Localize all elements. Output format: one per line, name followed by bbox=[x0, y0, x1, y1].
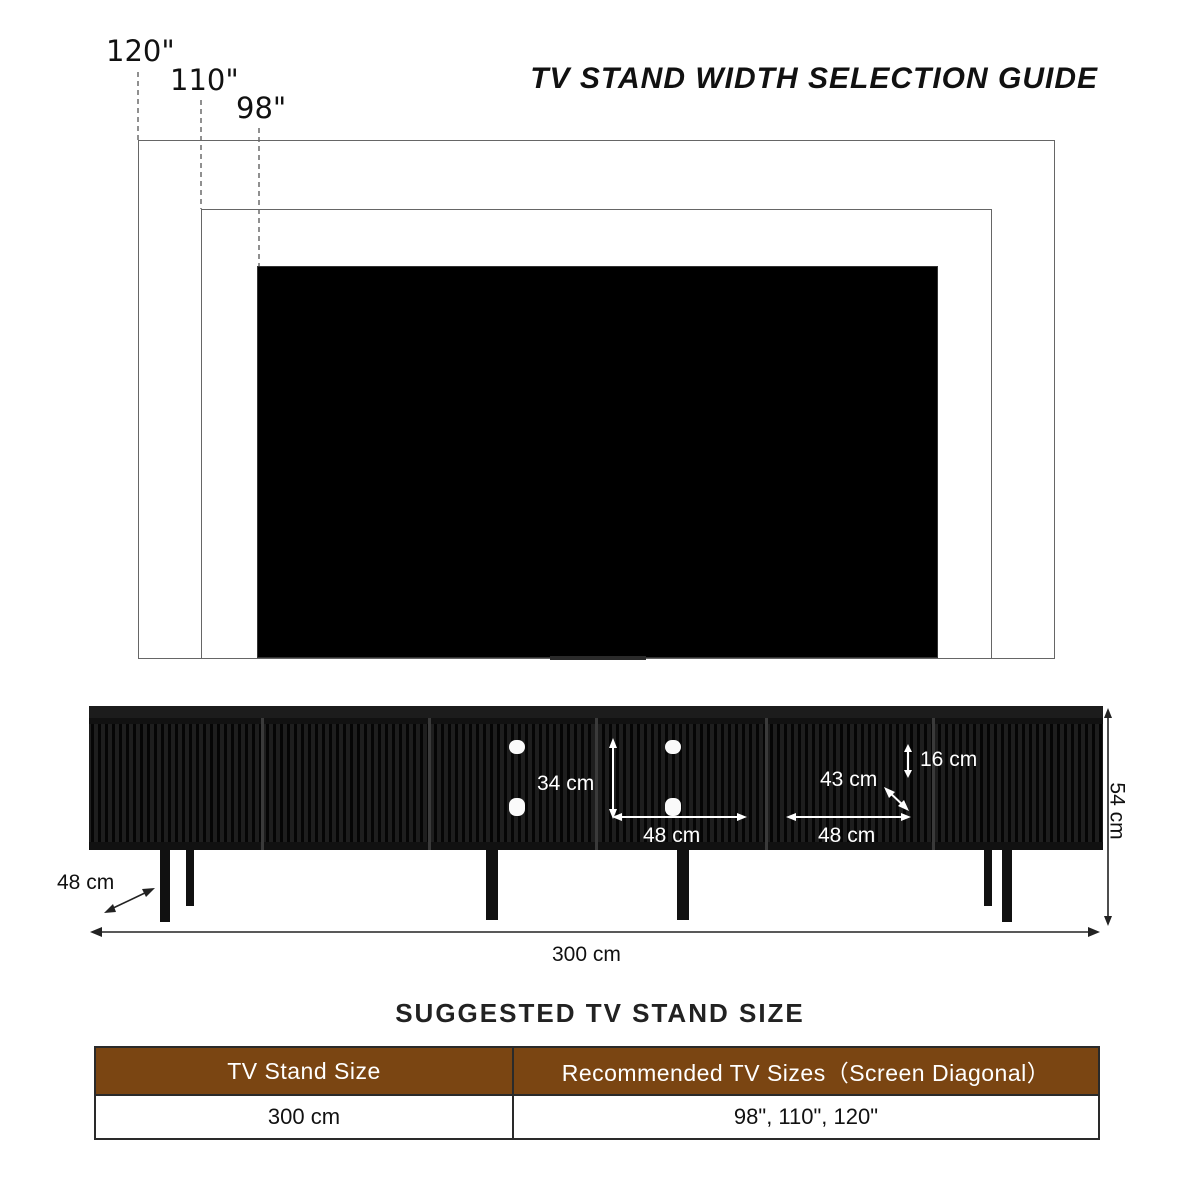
dim-compartment-height: 34 cm bbox=[537, 772, 595, 795]
size-label-120: 120" bbox=[106, 34, 175, 68]
cell-stand-size: 300 cm bbox=[94, 1094, 514, 1140]
size-guide-lines bbox=[137, 72, 260, 266]
tv-base-strip bbox=[550, 656, 646, 660]
dim-compartment-width-b: 48 cm bbox=[818, 824, 876, 847]
dim-shelf-gap: 16 cm bbox=[920, 748, 978, 771]
dim-depth: 48 cm bbox=[57, 871, 115, 894]
header-recommended-tv-sizes: Recommended TV Sizes（Screen Diagonal） bbox=[512, 1046, 1100, 1096]
cell-recommended-sizes: 98", 110", 120" bbox=[512, 1094, 1100, 1140]
tv-screen bbox=[257, 266, 938, 658]
table-header-row: TV Stand Size Recommended TV Sizes（Scree… bbox=[94, 1046, 1100, 1096]
dim-height-total: 54 cm bbox=[1105, 782, 1129, 840]
size-label-110: 110" bbox=[170, 63, 239, 97]
tv-stand-drawing bbox=[89, 706, 1112, 937]
size-label-98: 98" bbox=[236, 91, 287, 125]
header-stand-size: TV Stand Size bbox=[94, 1046, 514, 1096]
guide-title: TV STAND WIDTH SELECTION GUIDE bbox=[530, 62, 1098, 95]
suggested-size-title: SUGGESTED TV STAND SIZE bbox=[395, 998, 805, 1028]
dim-shelf-depth: 43 cm bbox=[820, 768, 878, 791]
dim-width-total: 300 cm bbox=[552, 943, 621, 966]
table-row: 300 cm 98", 110", 120" bbox=[94, 1094, 1100, 1140]
suggested-size-table: TV Stand Size Recommended TV Sizes（Scree… bbox=[94, 1046, 1100, 1140]
dim-compartment-width-a: 48 cm bbox=[643, 824, 701, 847]
